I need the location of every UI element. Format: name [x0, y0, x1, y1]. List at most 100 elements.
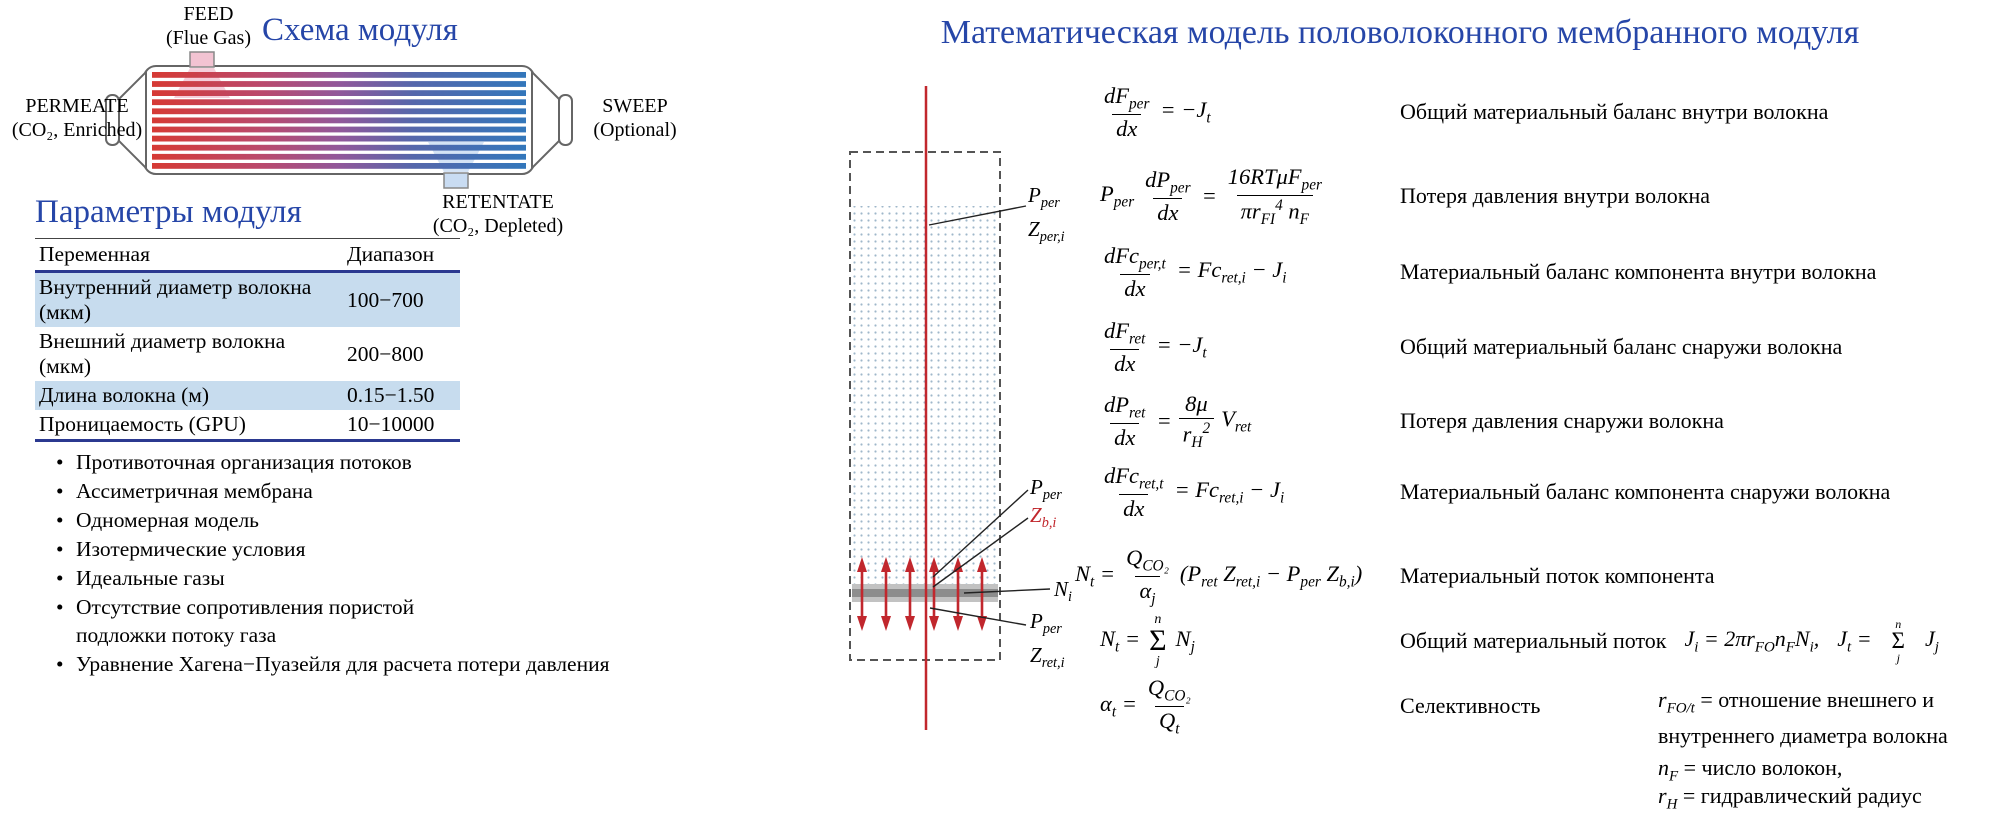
list-item-text: Противоточная организация потоков [76, 450, 412, 474]
model-title: Математическая модель половолоконного ме… [940, 14, 1860, 51]
fiber-cell-diagram [849, 86, 1051, 730]
list-item-text: Ассиметричная мембрана [76, 479, 313, 503]
retentate-label-line2: (CO₂, Depleted) [432, 215, 564, 237]
equation-description: Материальный поток компонента [1400, 563, 1715, 588]
equation-description: Общий материальный поток [1400, 628, 1667, 653]
feed-label-line1: FEED [183, 3, 234, 25]
eq-numerator: dFret [1104, 318, 1146, 348]
feed-label-line2: (Flue Gas) [166, 27, 251, 49]
side-equation-ji: Ji = 2πrFOnFNi, [1684, 625, 1820, 656]
eq-postfix: (Pret Zret,i − Pper Zb,i) [1179, 560, 1363, 591]
table-cell-variable: Проницаемость (GPU) [39, 412, 246, 436]
eq-numerator: dPret [1104, 392, 1146, 422]
list-item-text: Одномерная модель [76, 508, 259, 532]
eq-numerator: dFcret,t [1104, 463, 1164, 493]
table-row: Внутренний диаметр волокна (мкм) 100−700 [35, 273, 460, 327]
label-composition: Zret,i [1030, 643, 1065, 672]
eq-denominator: dx [1112, 113, 1142, 141]
list-item: • Изотермические условия [38, 535, 638, 563]
bullet-icon: • [56, 479, 64, 503]
sweep-label-line1: SWEEP [602, 95, 668, 117]
table-header-variable: Переменная [39, 242, 150, 266]
eq-denominator: πrFI4 nF [1236, 194, 1314, 228]
permeate-label-line2: (CO₂, Enriched) [11, 119, 143, 141]
eq-rhs: = Fcret,i − Ji [1176, 256, 1287, 287]
permeate-port-cap [105, 94, 120, 146]
equation-mass-balance-inside: dFper dx = −Jt [1100, 83, 1211, 141]
retentate-label: RETENTATE (CO₂, Depleted) [392, 190, 604, 238]
summation: n Σ j [1149, 611, 1167, 670]
fraction: dFcper,t dx [1100, 243, 1170, 301]
fraction: dFcret,t dx [1100, 463, 1167, 521]
equation-description: Материальный баланс компонента внутри во… [1400, 259, 1877, 284]
eq-postfix: Vret [1221, 405, 1252, 436]
fiber-label-flux: Ni [1054, 576, 1072, 610]
retentate-label-line1: RETENTATE [442, 191, 554, 213]
fiber-label-permeate-top: Pper Zper,i [1028, 182, 1065, 250]
eq-postfix: Nj [1175, 625, 1195, 656]
label-flux: Ni [1054, 577, 1072, 606]
bullet-icon: • [56, 595, 64, 619]
permeate-label-line1: PERMEATE [25, 95, 129, 117]
bullet-icon: • [56, 450, 64, 474]
equation-mass-balance-outside: dFret dx = −Jt [1100, 318, 1207, 376]
list-item: • Уравнение Хагена−Пуазейля для расчета … [38, 650, 638, 678]
fiber-label-boundary-composition: Zb,i [1030, 502, 1056, 536]
eq-denominator: dx [1119, 493, 1149, 521]
retentate-port [443, 172, 469, 189]
note-fiber-count: nF = число волокон, [1658, 754, 1842, 790]
bullet-icon: • [56, 566, 64, 590]
sum-upper-limit: n [1154, 611, 1162, 627]
list-item-text: Уравнение Хагена−Пуазейля для расчета по… [76, 652, 610, 676]
eq-numerator: 8μ [1185, 391, 1208, 417]
table-row: Проницаемость (GPU) 10−10000 [35, 410, 460, 439]
label-composition: Zb,i [1030, 503, 1057, 532]
bullet-icon: • [56, 508, 64, 532]
table-cell-range: 200−800 [347, 341, 424, 366]
table-cell-variable: Внутренний диаметр волокна (мкм) [39, 275, 312, 324]
sum-lower-limit: j [1155, 654, 1160, 670]
bullet-icon: • [56, 537, 64, 561]
eq-denominator: Qt [1155, 705, 1184, 738]
fraction: dPret dx [1100, 392, 1149, 450]
eq-prefix: Pper [1100, 180, 1135, 211]
list-item: • Идеальные газы [38, 564, 638, 592]
note-symbol: nF [1658, 755, 1679, 785]
note-symbol: rH [1658, 783, 1678, 813]
table-cell-range: 10−10000 [347, 412, 435, 436]
equation-component-balance-inside: dFcper,t dx = Fcret,i − Ji [1100, 243, 1287, 301]
assumptions-list: • Противоточная организация потоков • Ас… [38, 448, 638, 679]
flux-arrows [857, 557, 987, 631]
eq-denominator: dx [1153, 197, 1183, 225]
fraction: 16RTμFper πrFI4 nF [1224, 164, 1326, 228]
eq-denominator: dx [1120, 273, 1150, 301]
table-header-range: Диапазон [347, 242, 435, 266]
equation-description: Потеря давления внутри волокна [1400, 183, 1711, 208]
list-item: • Отсутствие сопротивления пористой подл… [38, 593, 638, 649]
label-pressure: Pper [1030, 475, 1062, 504]
schematic-title: Схема модуля [262, 12, 458, 48]
equation-description-row: Общий материальный поток Ji = 2πrFOnFNi,… [1400, 616, 1939, 666]
bullet-icon: • [56, 652, 64, 676]
sigma-icon: Σ [1891, 628, 1905, 654]
table-cell-variable: Внешний диаметр волокна (мкм) [39, 329, 286, 378]
eq-rhs: = −Jt [1160, 96, 1211, 127]
note-text: = число волокон, [1683, 755, 1843, 780]
table-header-row: Переменная Диапазон [35, 239, 460, 273]
note-text: = отношение внешнего и внутреннего диаме… [1658, 687, 1948, 749]
equation-description: Потеря давления снаружи волокна [1400, 408, 1724, 433]
eq-prefix: Nt = [1075, 560, 1116, 591]
label-pressure: Pper [1030, 609, 1062, 638]
note-diameter-ratio: rFO/t = отношение внешнего и внутреннего… [1658, 686, 1988, 749]
label-pressure: Pper [1028, 183, 1060, 212]
equation-component-balance-outside: dFcret,t dx = Fcret,i − Ji [1100, 463, 1284, 521]
parameters-table: Переменная Диапазон Внутренний диаметр в… [35, 238, 460, 442]
eq-numerator: QCO₂ [1147, 674, 1191, 705]
sigma-icon: Σ [1149, 623, 1167, 657]
sweep-port-cap [558, 94, 573, 146]
parameters-title: Параметры модуля [35, 194, 302, 230]
fiber-label-retentate-bottom: Pper Zret,i [1030, 608, 1065, 676]
eq-prefix: Nt = [1100, 625, 1141, 656]
side-equation-jt-rhs: Jj [1924, 625, 1939, 656]
